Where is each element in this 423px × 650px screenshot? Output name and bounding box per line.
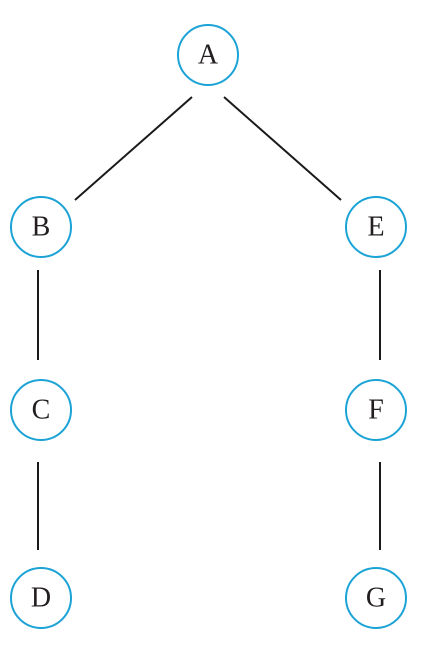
node-c-label: C [32, 395, 51, 426]
node-g: G [345, 567, 407, 629]
node-b: B [10, 196, 72, 258]
node-a-label: A [198, 40, 219, 71]
node-b-label: B [32, 212, 51, 243]
node-b-circle [10, 196, 72, 258]
edge-a-e [223, 96, 342, 201]
node-f-label: F [368, 395, 384, 426]
node-g-label: G [366, 583, 386, 614]
node-a: A [177, 24, 239, 86]
node-d-label: D [31, 583, 51, 614]
node-f-circle [345, 379, 407, 441]
node-e-circle [345, 196, 407, 258]
node-d: D [10, 567, 72, 629]
edge-a-b [74, 96, 193, 201]
node-c-circle [10, 379, 72, 441]
node-g-circle [345, 567, 407, 629]
node-c: C [10, 379, 72, 441]
node-f: F [345, 379, 407, 441]
node-e-label: E [367, 212, 384, 243]
node-d-circle [10, 567, 72, 629]
node-e: E [345, 196, 407, 258]
node-a-circle [177, 24, 239, 86]
